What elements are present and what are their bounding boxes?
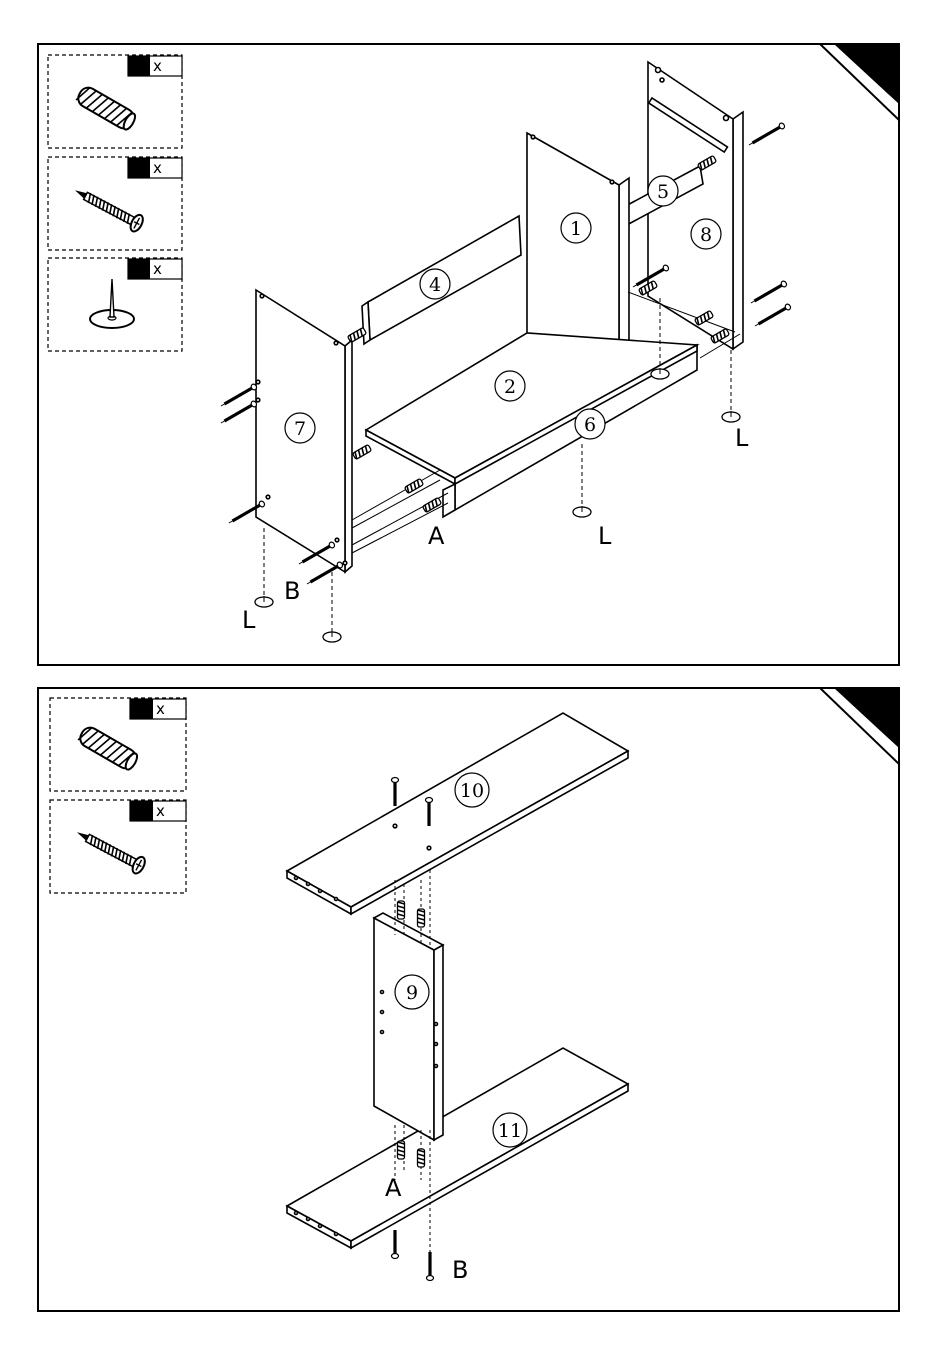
label-a: A	[428, 522, 445, 550]
qty-suffix: x	[153, 159, 162, 177]
part-number-8: 8	[700, 224, 712, 246]
part-number-9: 9	[406, 982, 418, 1004]
step-2-panel: x x	[38, 688, 899, 1311]
part-number-10: 10	[460, 780, 484, 802]
part-number-5: 5	[657, 181, 669, 203]
label-l-center: L	[598, 522, 612, 550]
label-b: B	[284, 577, 300, 605]
qty-suffix: x	[156, 700, 165, 718]
label-a: A	[385, 1174, 402, 1202]
part-number-11: 11	[498, 1120, 522, 1142]
part-number-6: 6	[584, 414, 596, 436]
part-number-1: 1	[570, 218, 582, 240]
step-1-panel: x x x	[38, 44, 899, 665]
qty-suffix: x	[153, 57, 162, 75]
label-l-right: L	[735, 424, 749, 452]
label-b: B	[452, 1256, 468, 1284]
part-number-7: 7	[294, 418, 306, 440]
label-l-left: L	[242, 606, 256, 634]
part-number-2: 2	[504, 376, 516, 398]
qty-suffix: x	[153, 260, 162, 278]
panel-9	[374, 913, 443, 1140]
qty-suffix: x	[156, 802, 165, 820]
part-number-4: 4	[429, 274, 441, 296]
